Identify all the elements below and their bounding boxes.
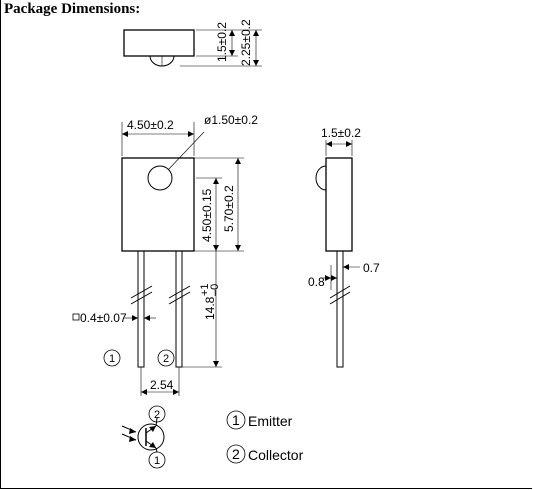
dim-lead-length: 14.8 [203,296,217,320]
dim-lead-tol-minus: –0 [209,284,221,296]
dim-lead-tol-plus: +1 [199,283,211,296]
symbol-pin-2-label: 2 [154,409,160,421]
dim-total-height: 5.70±0.2 [222,185,236,232]
dim-side-07: 0.7 [363,261,380,275]
dim-side-08: 0.8 [308,275,325,289]
legend-circle-1 [226,410,246,430]
dim-hole: ø1.50±0.2 [204,113,258,127]
square-lead-icon [72,313,80,321]
legend-collector: Collector [248,447,304,463]
dim-lead-width: 0.4±0.07 [80,311,127,325]
legend-emitter: Emitter [248,413,293,429]
pin-1-label: 1 [109,353,115,365]
dim-side-thickness: 1.5±0.2 [321,126,361,140]
front-view [103,122,244,396]
dim-body-height: 4.50±0.15 [200,188,214,242]
legend-num-1: 1 [232,412,240,428]
dim-top-body: 1.5±0.2 [215,22,229,62]
legend-circle-2 [226,444,246,464]
legend-num-2: 2 [232,446,240,462]
side-view [315,140,360,368]
dim-pitch: 2.54 [150,378,174,392]
dim-top-total: 2.25±0.2 [239,19,253,66]
dim-width: 4.50±0.2 [127,118,174,132]
pin-2-label: 2 [163,353,169,365]
page-title: Package Dimensions: [4,1,141,17]
symbol-pin-1-label: 1 [154,455,160,467]
